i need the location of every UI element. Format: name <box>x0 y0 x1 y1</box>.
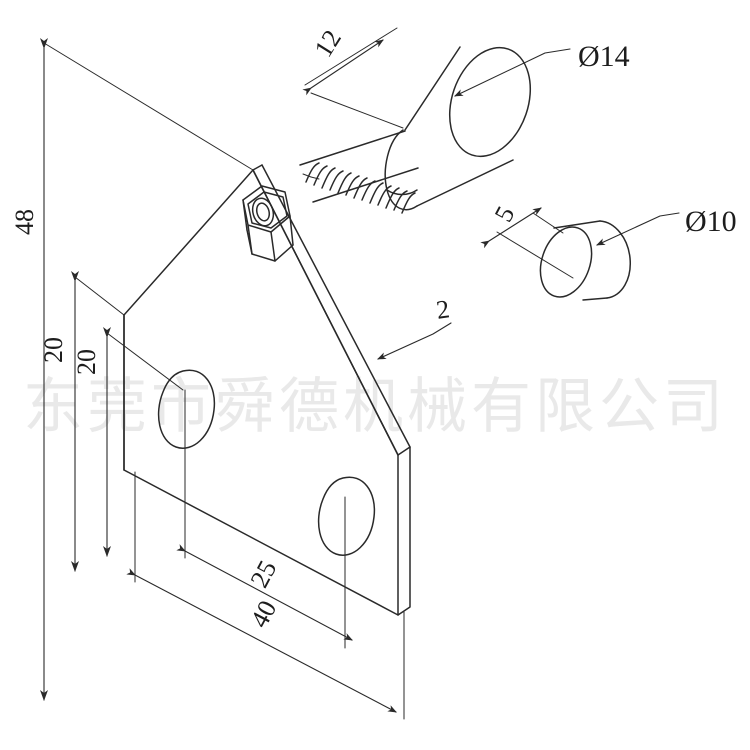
boss-top-silhouette <box>404 46 461 131</box>
dim-40-line <box>126 568 397 713</box>
dim-20-ext-top <box>74 276 125 316</box>
dimension-label-20-upper: 20 <box>39 337 68 363</box>
boss-bottom-silhouette <box>416 159 514 207</box>
bracket-plate <box>123 164 411 616</box>
dimension-label-2: 2 <box>434 294 451 325</box>
leader-label-d14: Ø14 <box>578 40 630 73</box>
dim-5-line <box>480 207 542 249</box>
dim-12-ext-right <box>310 92 404 129</box>
dimension-label-40: 40 <box>245 596 283 633</box>
boss-cylinder-d14 <box>384 46 532 211</box>
leader-d10 <box>596 212 680 246</box>
washer-d10 <box>539 220 631 301</box>
dimension-label-12: 12 <box>309 25 347 62</box>
hex-nut-depth-4 <box>289 215 294 246</box>
leader-d10-line <box>596 212 680 246</box>
hex-nut-bore-inner <box>255 202 271 222</box>
dimension-label-5: 5 <box>489 201 521 226</box>
dim-12-line <box>302 39 384 96</box>
plate-thickness-edge <box>397 446 411 616</box>
leader-d14-line <box>454 48 571 97</box>
hex-nut <box>242 185 294 262</box>
boss-shoulder-step <box>386 189 418 196</box>
dimension-label-20-lower: 20 <box>72 349 101 375</box>
plate-thickness-top <box>261 164 411 448</box>
dimension-48 <box>40 38 254 701</box>
threaded-shank <box>299 130 419 214</box>
plate-right-slope-edge <box>252 169 399 456</box>
hex-nut-bore <box>251 197 275 227</box>
dim-20b-ext-top <box>106 332 184 391</box>
leader-d14 <box>454 48 571 97</box>
dim-5-ext-left <box>496 231 574 279</box>
hex-nut-back-face <box>246 229 294 262</box>
washer-far-face <box>599 220 631 299</box>
plate-front-face <box>123 169 399 616</box>
slot-hole-upper <box>157 369 216 449</box>
dim-12-ext-left <box>304 27 398 86</box>
plate-apex-offset <box>252 164 263 171</box>
boss-far-face <box>448 46 532 158</box>
dimension-20-upper <box>71 271 125 572</box>
dimension-20-lower <box>103 327 184 557</box>
dim-5-ext-right <box>532 212 564 234</box>
dimension-2 <box>377 322 452 360</box>
dim-48-ext-top <box>43 42 254 171</box>
washer-top-silhouette <box>553 220 601 229</box>
dimension-label-25: 25 <box>245 556 283 593</box>
dimension-5 <box>480 207 574 279</box>
dimension-label-48: 48 <box>10 209 39 235</box>
hex-nut-chamfer <box>247 191 288 229</box>
shank-top-line <box>299 130 406 166</box>
washer-near-face <box>539 226 593 298</box>
dimension-12 <box>302 27 404 129</box>
dimension-40 <box>126 471 405 720</box>
shank-bottom-line <box>312 167 419 203</box>
slot-hole-lower <box>317 476 376 556</box>
washer-bottom-silhouette <box>582 297 608 301</box>
dim-2-leader <box>377 322 452 360</box>
hex-nut-depth-1 <box>242 199 248 231</box>
hex-nut-depth-3 <box>270 231 276 262</box>
leader-label-d10: Ø10 <box>685 205 737 238</box>
